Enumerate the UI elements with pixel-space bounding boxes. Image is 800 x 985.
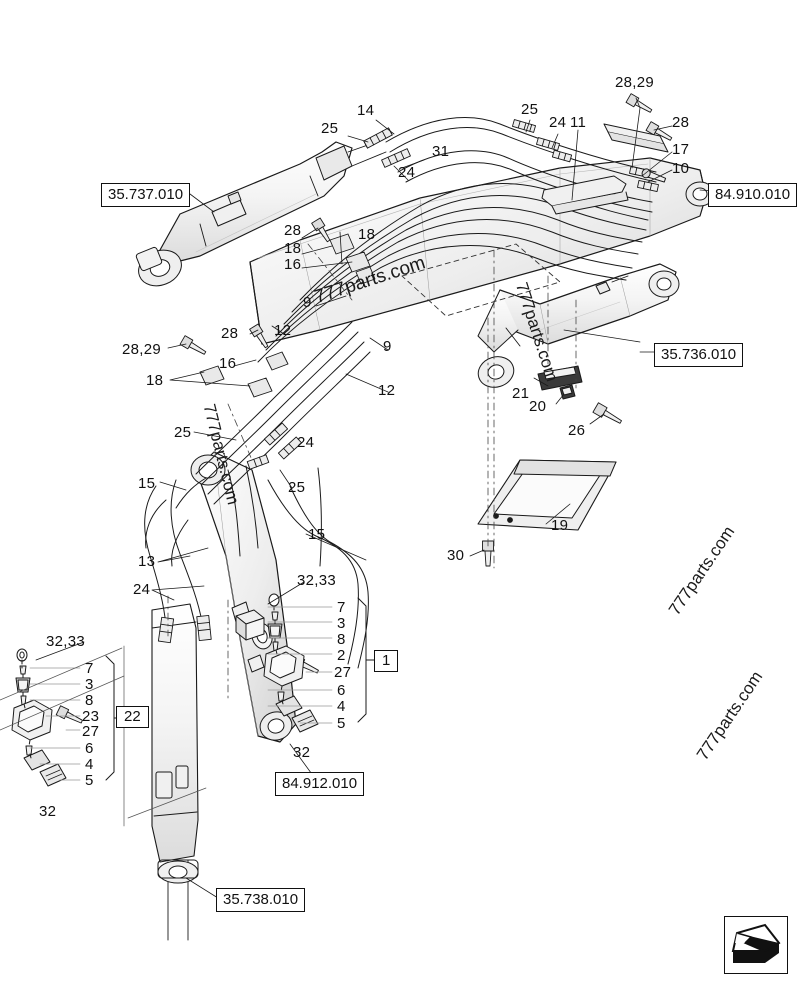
callout-32-left: 32 <box>39 803 57 820</box>
callout-18-c: 18 <box>146 372 164 389</box>
hose-bundle-top <box>257 117 657 363</box>
callout-31: 31 <box>432 143 450 160</box>
ref-box-35-737-010[interactable]: 35.737.010 <box>101 183 191 208</box>
hose-lower <box>144 465 369 669</box>
callout-9-a: 9 <box>303 294 312 311</box>
stack-left-item-8: 8 <box>85 692 94 709</box>
stack-right-item-3: 3 <box>337 615 346 632</box>
stack-left-leaders <box>29 667 81 781</box>
ref-box-84-910-010[interactable]: 84.910.010 <box>708 183 798 208</box>
stack-right-item-6: 6 <box>337 682 346 699</box>
stack-right-item-4: 4 <box>337 698 346 715</box>
group-box-1[interactable]: 1 <box>374 650 399 672</box>
callout-26: 26 <box>568 422 586 439</box>
callout-24-c: 24 <box>297 434 315 451</box>
callout-24-d: 24 <box>133 581 151 598</box>
callout-9-b: 9 <box>383 338 392 355</box>
stack-left-item-6: 6 <box>85 740 94 757</box>
callout-19: 19 <box>551 517 569 534</box>
bucket-cylinder <box>151 603 199 941</box>
clamp-blocks <box>199 233 376 398</box>
assembly-1 <box>263 593 319 733</box>
block-20 <box>559 384 576 400</box>
ref-box-35-738-010[interactable]: 35.738.010 <box>216 888 306 913</box>
stack-left-item-5: 5 <box>85 772 94 789</box>
callout-11: 11 <box>570 114 587 131</box>
callout-24-b: 24 <box>549 114 567 131</box>
callout-28-29-b: 28,29 <box>122 341 162 358</box>
stack-right-item-8: 8 <box>337 631 346 648</box>
hose-loops-left <box>145 499 189 567</box>
group-box-22[interactable]: 22 <box>116 706 149 728</box>
callout-28-c: 28 <box>221 325 239 342</box>
callout-25-d: 25 <box>288 479 306 496</box>
bracket-1 <box>357 597 367 723</box>
callout-12-b: 12 <box>378 382 396 399</box>
callout-20: 20 <box>529 398 547 415</box>
callout-25-b: 25 <box>521 101 539 118</box>
zone-11 <box>401 243 561 317</box>
ref-box-35-736-010[interactable]: 35.736.010 <box>654 343 744 368</box>
stack-right-item-7: 7 <box>337 599 346 616</box>
callout-10: 10 <box>672 160 690 177</box>
callout-32-33-right: 32,33 <box>297 572 337 589</box>
bucket-icon <box>731 923 781 963</box>
rail-19 <box>477 459 617 531</box>
callout-30: 30 <box>447 547 465 564</box>
stack-right-item-27: 27 <box>334 664 352 681</box>
stack-left-item-7: 7 <box>85 660 94 677</box>
callout-28-b: 28 <box>284 222 302 239</box>
callout-18-b: 18 <box>358 226 376 243</box>
bolt-glyphs <box>55 93 673 724</box>
callout-16-b: 16 <box>219 355 237 372</box>
callout-15-b: 15 <box>308 526 326 543</box>
callout-28-29-a: 28,29 <box>615 74 655 91</box>
callout-15-a: 15 <box>138 475 156 492</box>
callout-18-a: 18 <box>284 240 302 257</box>
construction-lines <box>0 645 207 827</box>
callout-32-right: 32 <box>293 744 311 761</box>
callout-24-a: 24 <box>398 164 416 181</box>
callout-17: 17 <box>672 141 690 158</box>
callout-28-a: 28 <box>672 114 690 131</box>
cube-32-33 <box>235 609 265 641</box>
hose-bundle-arm <box>175 321 371 509</box>
callout-25-a: 25 <box>321 120 339 137</box>
bracket-22 <box>105 655 115 781</box>
callout-32-33-left: 32,33 <box>46 633 86 650</box>
callout-12-a: 12 <box>274 322 292 339</box>
callout-13: 13 <box>138 553 156 570</box>
callout-16-a: 16 <box>284 256 302 273</box>
ref-box-84-912-010[interactable]: 84.912.010 <box>275 772 365 797</box>
stack-left-item-3: 3 <box>85 676 94 693</box>
shim-21 <box>537 365 583 391</box>
assembly-22 <box>11 648 67 787</box>
stack-right-item-5: 5 <box>337 715 346 732</box>
alignment-lines <box>167 243 577 701</box>
callout-14: 14 <box>357 102 375 119</box>
stack-left-item-23: 23 <box>82 708 100 725</box>
boom-cylinder-left <box>135 139 387 287</box>
stack-left-item-27: 27 <box>82 723 100 740</box>
stack-right-item-2: 2 <box>337 647 346 664</box>
callout-25-c: 25 <box>174 424 192 441</box>
stack-left-item-4: 4 <box>85 756 94 773</box>
orientation-icon-box <box>724 916 788 974</box>
callout-21: 21 <box>512 385 530 402</box>
cover-plate-17 <box>541 175 629 215</box>
stack-right-leaders <box>267 606 333 724</box>
